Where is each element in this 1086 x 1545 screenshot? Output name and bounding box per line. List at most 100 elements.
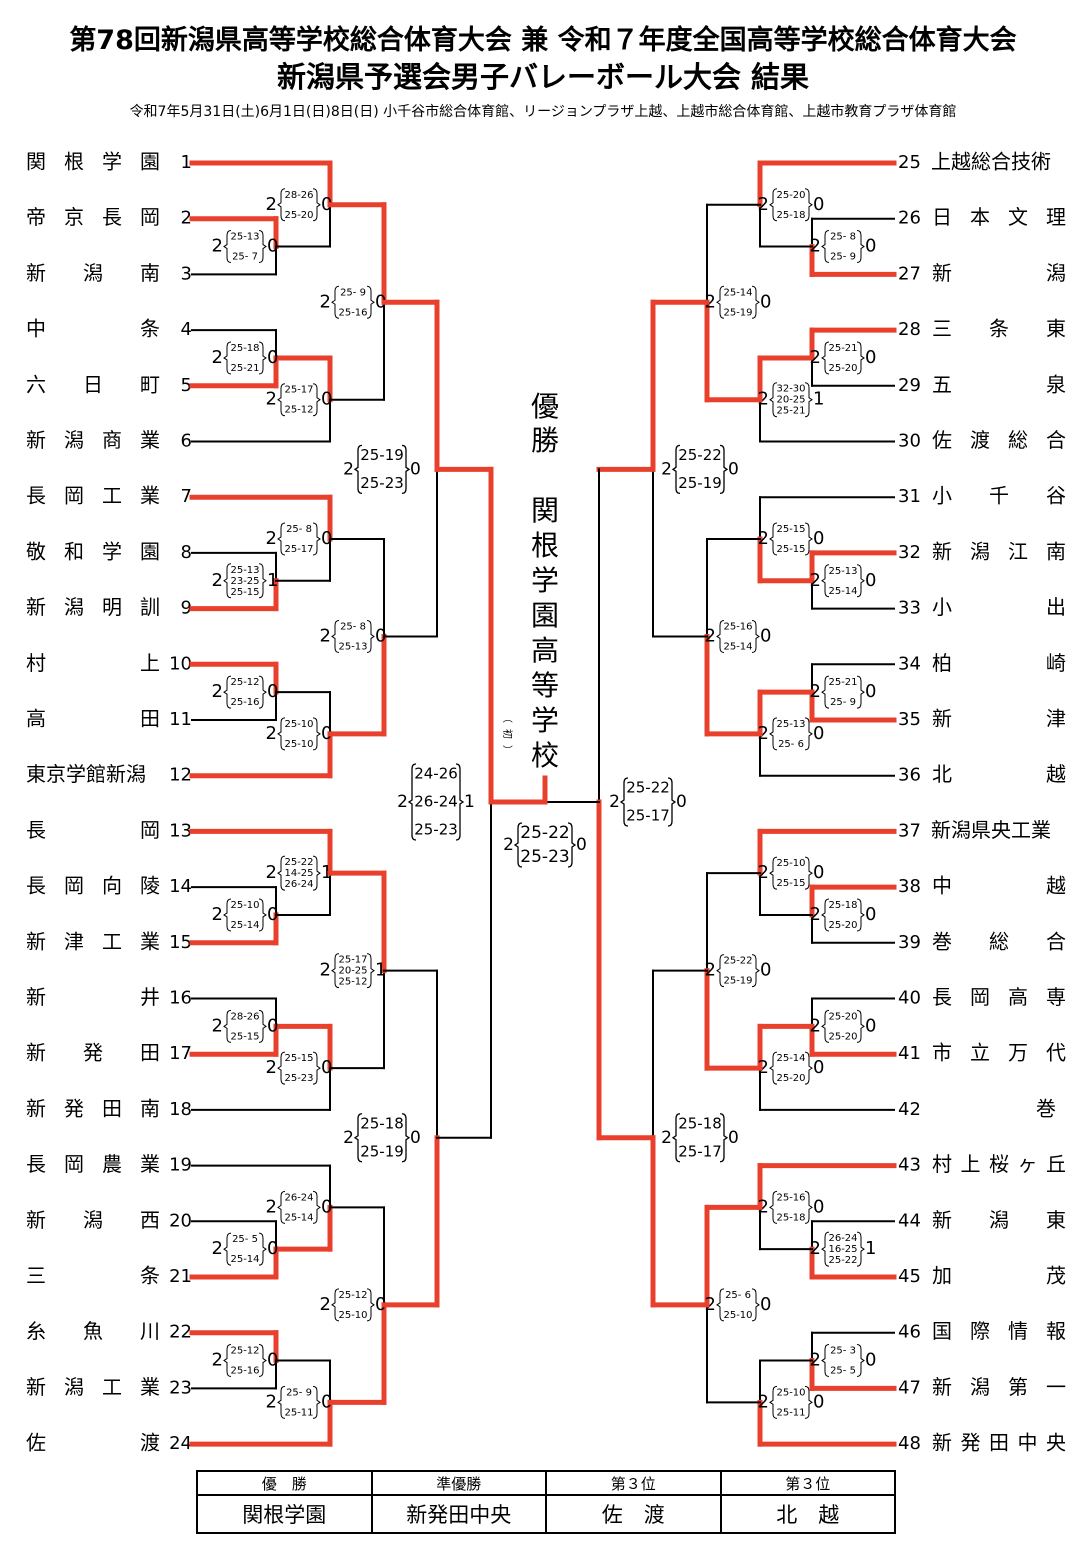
team-name: 潟 [989, 1208, 1009, 1232]
results-header-2: 準優勝 [370, 1470, 547, 1496]
team-number: 42 [898, 1099, 921, 1120]
brace-left [407, 763, 417, 841]
brace-right [312, 855, 321, 891]
sets-won: 2 [212, 1015, 223, 1036]
set-score: 25-10 [230, 900, 259, 911]
set-score: 25-17 [284, 544, 313, 555]
sets-won: 2 [758, 194, 769, 215]
set-score: 25-18 [776, 1212, 805, 1223]
brace-left [821, 1344, 830, 1378]
brace-right [751, 954, 760, 988]
brace-right [804, 522, 813, 556]
sets-lost: 0 [267, 347, 278, 368]
team-name: 本 [970, 205, 990, 229]
team-name: 岡 [970, 985, 990, 1009]
brace-left [716, 285, 725, 319]
team-name: 長 [932, 985, 952, 1009]
set-score: 25-22 [723, 956, 752, 967]
set-score: 25-19 [678, 474, 722, 492]
brace-right [567, 822, 577, 868]
team-name: 帝 [26, 205, 46, 229]
team-number: 47 [898, 1377, 921, 1398]
team-name: 立 [970, 1041, 990, 1065]
sets-won: 2 [212, 347, 223, 368]
team-name: 新 [932, 1431, 952, 1455]
results-third-2: 北 越 [719, 1494, 896, 1534]
sets-won: 2 [705, 960, 716, 981]
brace-left [716, 619, 725, 653]
team-name: 桜 [989, 1152, 1009, 1176]
sets-lost: 0 [267, 236, 278, 257]
first-title-note: ） [501, 745, 513, 755]
sets-won: 2 [758, 1391, 769, 1412]
team-number: 45 [898, 1266, 921, 1287]
brace-right [312, 1190, 321, 1224]
set-score: 25- 9 [286, 1387, 312, 1398]
brace-right [258, 898, 267, 932]
team-name: 上 [961, 1152, 981, 1176]
sets-lost: 0 [813, 1391, 824, 1412]
brace-right [856, 1344, 865, 1378]
team-name: 上越総合技術 [931, 150, 1051, 174]
sets-won: 2 [266, 1391, 277, 1412]
sets-won: 2 [343, 1128, 354, 1148]
set-score: 25-23 [520, 847, 569, 867]
set-score: 25- 8 [830, 232, 856, 243]
team-name: 南 [140, 261, 160, 285]
team-name: 糸 [26, 1319, 46, 1343]
team-name: 日 [83, 372, 103, 396]
results-header-4: 第３位 [719, 1470, 896, 1496]
team-name: 総 [1008, 428, 1028, 452]
team-name: 明 [102, 595, 122, 619]
sets-lost: 0 [267, 1015, 278, 1036]
set-score: 25-12 [338, 977, 367, 988]
set-score: 25-18 [360, 1114, 404, 1132]
team-name: 潟 [64, 595, 84, 619]
set-score: 25-18 [230, 343, 259, 354]
set-score: 25- 9 [830, 252, 856, 263]
sets-lost: 0 [760, 291, 771, 312]
team-name: 条 [140, 317, 160, 341]
team-name: 井 [140, 985, 160, 1009]
brace-left [277, 1051, 286, 1085]
sets-won: 2 [397, 792, 408, 812]
brace-left [277, 855, 286, 891]
set-score: 25-15 [230, 587, 259, 598]
team-name: 新 [26, 1096, 46, 1120]
sets-won: 2 [266, 528, 277, 549]
set-score: 25-16 [230, 697, 259, 708]
sets-won: 2 [810, 570, 821, 591]
team-name: 新 [26, 1041, 46, 1065]
champion-label: 優 [531, 390, 559, 423]
set-score: 26-24 [828, 1233, 857, 1244]
set-score: 25-18 [828, 900, 857, 911]
team-name: 中 [932, 874, 952, 898]
sets-won: 2 [810, 681, 821, 702]
team-name: 関 [26, 150, 46, 174]
set-score: 14-25 [284, 868, 313, 879]
date-venue-line: 令和7年5月31日(土)6月1日(日)8日(日) 小千谷市総合体育館、リージョン… [129, 104, 957, 120]
champion-school: 校 [531, 739, 559, 772]
set-score: 25- 8 [340, 621, 366, 632]
set-score: 25-17 [284, 385, 313, 396]
set-score: 25-10 [723, 1310, 752, 1321]
team-name: 発 [83, 1041, 103, 1065]
team-number: 16 [169, 988, 192, 1009]
team-number: 17 [169, 1043, 192, 1064]
team-name: 業 [140, 1152, 160, 1176]
set-score: 25-15 [284, 1053, 313, 1064]
team-name: 新 [26, 985, 46, 1009]
team-name: 南 [140, 1096, 160, 1120]
brace-left [769, 188, 778, 222]
set-score: 25-11 [284, 1407, 313, 1418]
set-score: 25-15 [776, 524, 805, 535]
sets-lost: 1 [865, 1238, 876, 1259]
champion-school: 関 [531, 494, 559, 527]
brace-left [223, 341, 232, 375]
set-score: 25-10 [776, 858, 805, 869]
set-score: 28-26 [284, 190, 313, 201]
set-score: 26-24 [414, 793, 458, 811]
set-score: 25-14 [230, 1254, 259, 1265]
sets-lost: 0 [813, 528, 824, 549]
